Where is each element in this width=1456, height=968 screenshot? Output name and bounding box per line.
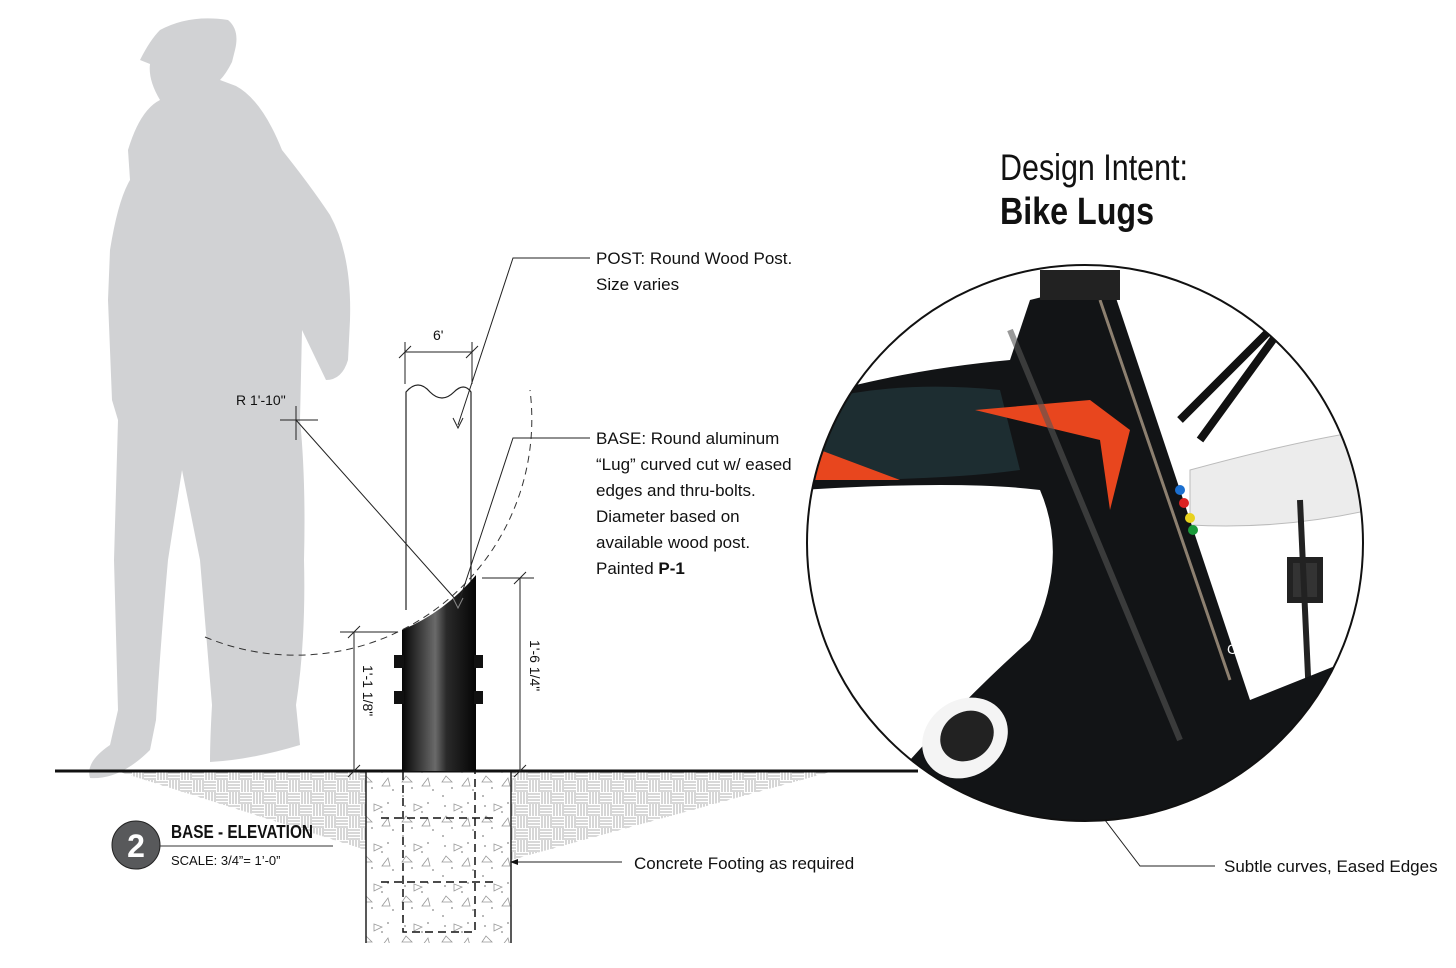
wood-post [405,384,472,610]
photo-frame-text: CO [1227,641,1248,657]
person-silhouette [89,18,351,779]
post-width-dimension: 6' [433,327,443,343]
bolt [394,655,404,668]
low-height-dimension: 1'-1 1/8" [360,665,376,716]
post-callout: POST: Round Wood Post. Size varies [596,249,797,294]
detail-scale: SCALE: 3/4”= 1’-0” [171,853,280,868]
high-height-dimension: 1'-6 1/4" [527,640,543,691]
detail-number-badge [111,820,161,870]
soil-hatch-left [120,772,366,850]
high-height-dimension-line [482,571,534,778]
post-leader [457,257,590,426]
embedded-post-dashed [381,772,494,933]
detail-title: BASE - ELEVATION [171,822,313,842]
radius-leader [280,406,457,601]
detail-circle [806,264,1364,822]
low-height-dimension-line [340,625,398,778]
footing-edges [365,772,512,943]
soil-hatch-right [511,772,830,860]
heading-line2: Bike Lugs [1000,191,1154,233]
base-callout: BASE: Round aluminum “Lug” curved cut w/… [596,429,796,578]
bolt [474,655,483,668]
radius-dimension: R 1'-10" [236,392,286,408]
lugs-callout: Subtle curves, Eased Edges [1224,857,1438,876]
heading-line1: Design Intent: [1000,147,1188,188]
concrete-footing [366,772,511,943]
base-leader [457,437,590,606]
detail-number: 2 [127,828,145,864]
aluminum-base [402,575,476,771]
bike-lug-photo: CO [807,265,1363,821]
bolt [474,691,483,704]
bolt [394,691,404,704]
footing-callout: Concrete Footing as required [634,854,854,873]
radius-arc [204,389,533,656]
post-width-dimension-line [398,342,479,384]
